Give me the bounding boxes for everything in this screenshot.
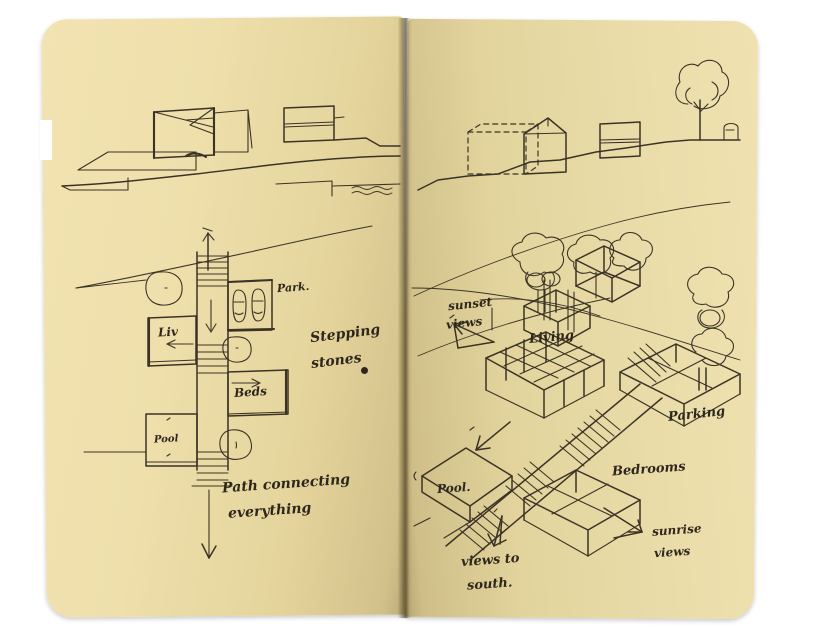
left-site-section <box>61 105 401 197</box>
views-to-south-arrow <box>487 515 507 547</box>
book-gutter <box>398 18 412 618</box>
ink-blot <box>361 367 368 374</box>
left-site-plan <box>75 225 373 559</box>
right-axonometric <box>411 201 741 561</box>
page-notch <box>40 120 52 160</box>
right-context-section <box>417 59 741 191</box>
south-arrow-upper <box>475 421 511 451</box>
sunrise-arrow <box>603 507 643 539</box>
sunset-arrow <box>453 321 495 349</box>
